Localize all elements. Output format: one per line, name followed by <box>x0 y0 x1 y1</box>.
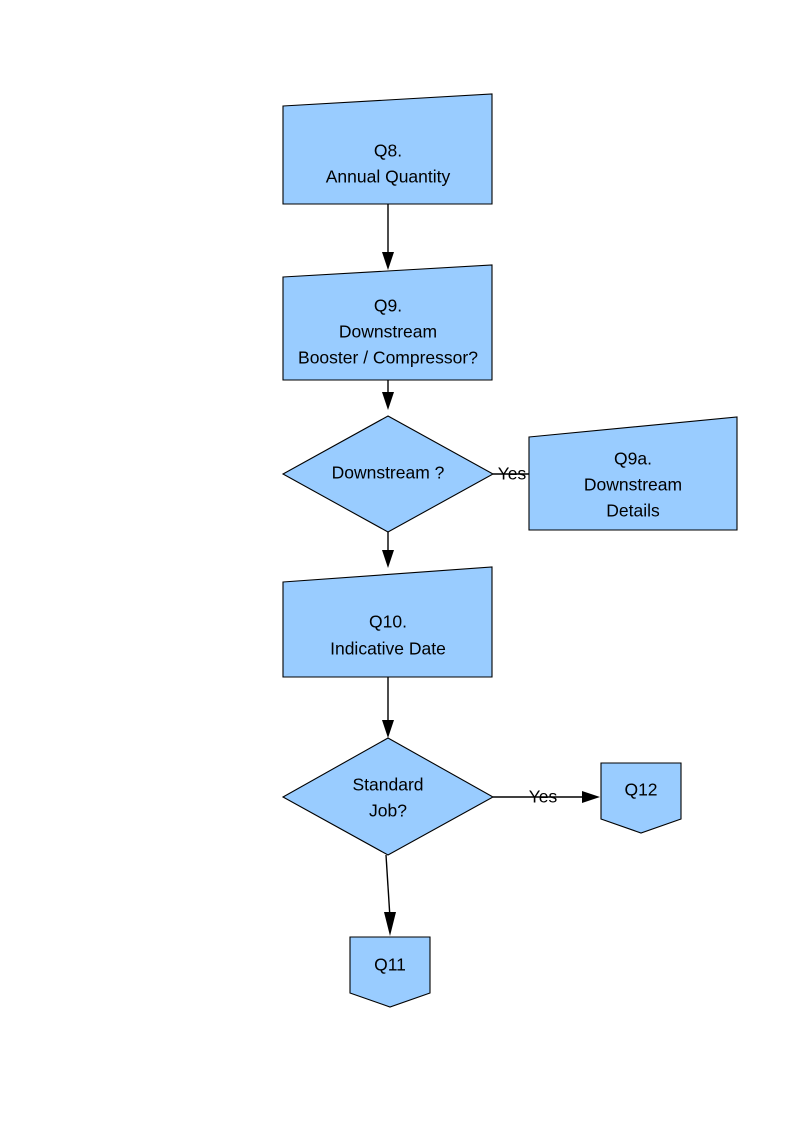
node-shape-pentagon-down[interactable] <box>349 936 431 1008</box>
node-label-line-1: Q10. <box>369 612 407 632</box>
node-label-line-3: Details <box>606 501 660 521</box>
arrow-head-icon <box>582 791 600 803</box>
node-shape-slanted-box[interactable] <box>282 93 493 205</box>
edge-label-yes-standard-job: Yes <box>529 787 558 807</box>
node-label-line-2: Annual Quantity <box>326 167 451 187</box>
node-label-line-1: Q11 <box>374 955 406 975</box>
edge-standard-job-decision-to-q11 <box>384 854 396 936</box>
node-label-line-2: Indicative Date <box>330 639 446 659</box>
node-label-line-1: Q12 <box>624 780 657 800</box>
node-label-line-2: Job? <box>369 801 407 821</box>
arrow-head-icon <box>382 550 394 568</box>
node-q9a[interactable]: Q9a. Downstream Details <box>528 416 738 531</box>
node-label-line-1: Standard <box>352 775 423 795</box>
node-downstream-decision[interactable]: Downstream ? <box>281 415 495 533</box>
node-label-line-1: Q9. <box>374 296 402 316</box>
edge-downstream-decision-to-q10 <box>382 532 394 568</box>
edge-q10-to-standard-job-decision <box>382 677 394 738</box>
node-q10[interactable]: Q10. Indicative Date <box>282 566 493 678</box>
edge-label-yes-downstream: Yes <box>498 464 527 484</box>
node-q12[interactable]: Q12 <box>600 762 682 834</box>
arrow-head-icon <box>382 392 394 410</box>
edge-q9-to-downstream-decision <box>382 380 394 410</box>
node-shape-slanted-box[interactable] <box>282 264 493 381</box>
node-label-line-1: Downstream ? <box>332 463 445 483</box>
arrow-head-icon <box>382 720 394 738</box>
node-shape-diamond[interactable] <box>281 737 495 856</box>
node-shape-slanted-box[interactable] <box>282 566 493 678</box>
node-q11[interactable]: Q11 <box>349 936 431 1008</box>
edge-q8-to-q9 <box>382 204 394 270</box>
edge-standard-job-decision-to-q12 <box>493 791 600 803</box>
node-q9[interactable]: Q9. Downstream Booster / Compressor? <box>282 264 493 381</box>
arrow-head-icon <box>384 912 396 936</box>
node-shape-slanted-box[interactable] <box>528 416 738 531</box>
node-label-line-2: Downstream <box>339 322 437 342</box>
node-q8[interactable]: Q8. Annual Quantity <box>282 93 493 205</box>
node-label-line-2: Downstream <box>584 475 682 495</box>
node-standard-job-decision[interactable]: Standard Job? <box>281 737 495 856</box>
node-label-line-3: Booster / Compressor? <box>298 348 478 368</box>
node-shape-pentagon-down[interactable] <box>600 762 682 834</box>
node-shape-diamond[interactable] <box>281 415 495 533</box>
node-label-line-1: Q8. <box>374 141 402 161</box>
edge-line <box>385 854 391 919</box>
arrow-head-icon <box>382 252 394 270</box>
node-label-line-1: Q9a. <box>614 449 652 469</box>
